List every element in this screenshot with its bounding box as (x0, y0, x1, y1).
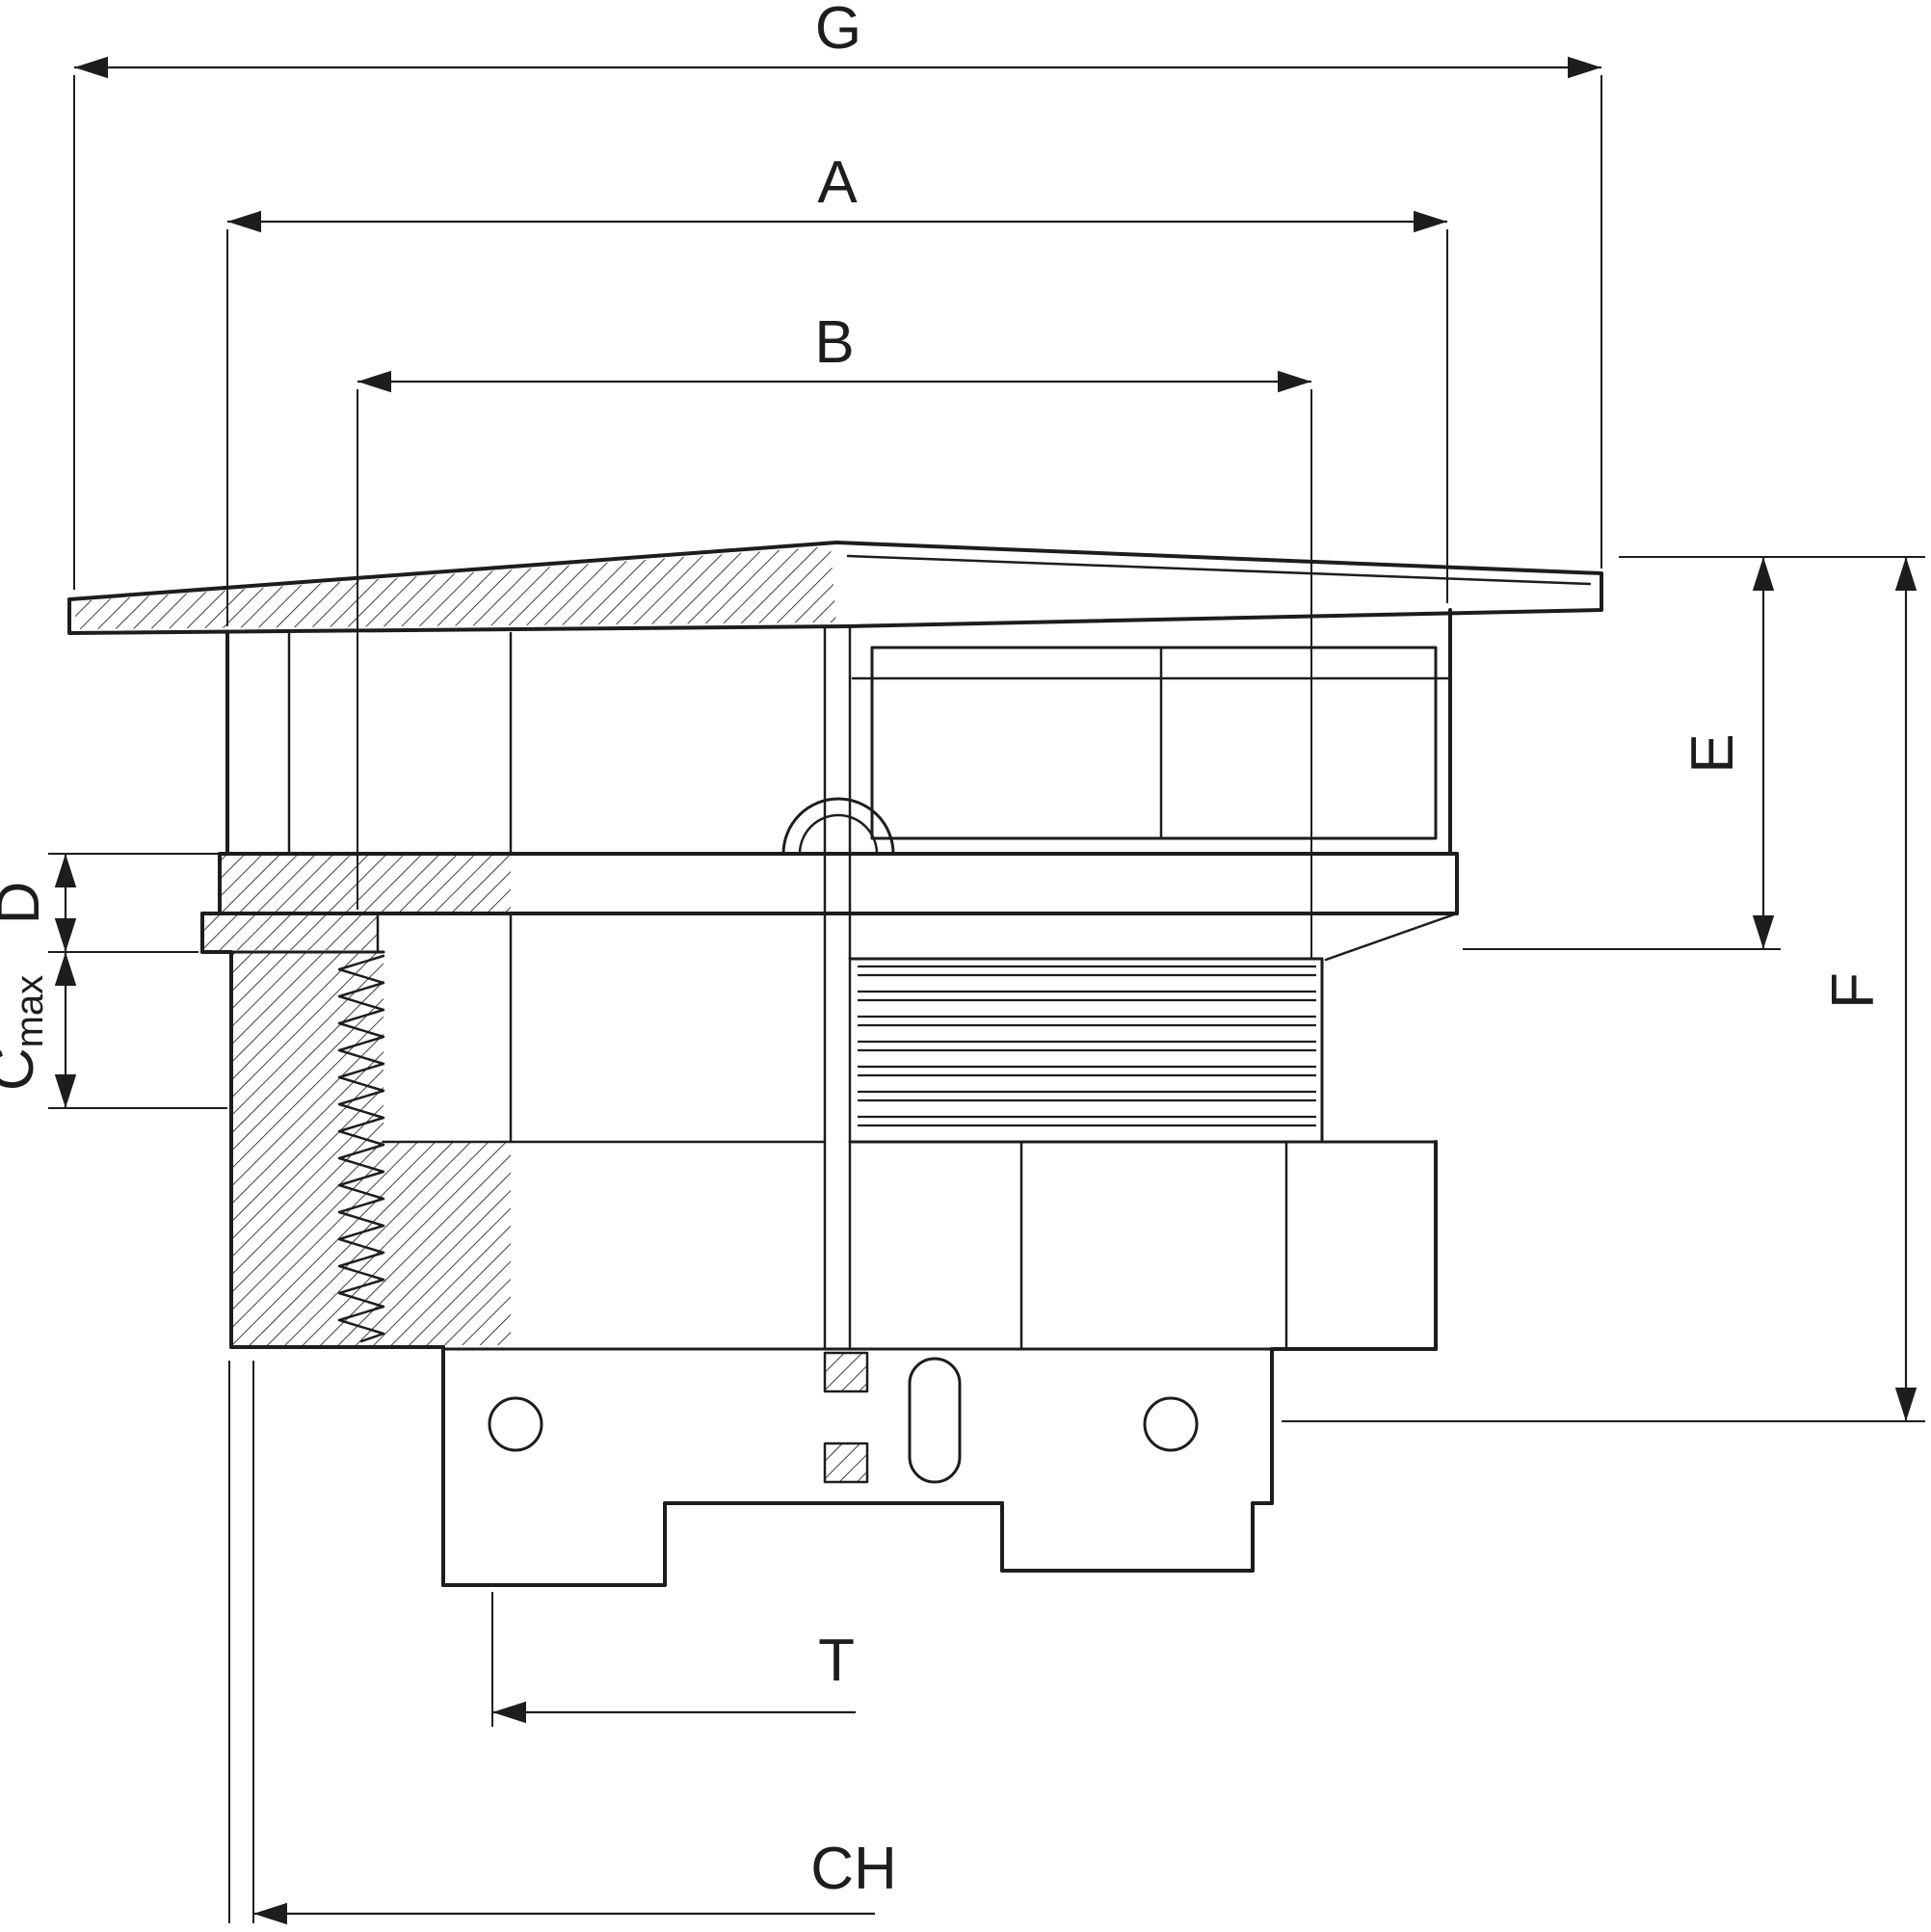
clamp-hole-right (1143, 1396, 1199, 1452)
dimension-label-e: E (1680, 733, 1746, 773)
dimension-label-a: A (817, 149, 858, 216)
collar (200, 852, 1459, 962)
lamella-window (870, 646, 1438, 840)
clamp-slot (908, 1357, 962, 1484)
internal-thread-section (229, 912, 827, 1349)
dimension-label-b: B (814, 309, 854, 376)
dimension-label-ch: CH (810, 1836, 897, 1902)
upper-body (225, 608, 1452, 1349)
bottom-clamp (441, 1345, 1274, 1587)
dimension-label-c-sub: max (9, 975, 51, 1048)
thread-profile-zigzag (337, 954, 385, 1343)
dimension-a: A (226, 149, 1448, 626)
dimension-c-max: Cmax (0, 952, 227, 1109)
thread-crest-lines (858, 965, 1316, 1127)
dimension-ch: CH (228, 1361, 897, 1925)
dimension-label-c-max: Cmax (0, 975, 51, 1091)
flange (67, 541, 1603, 635)
dimension-g: G (73, 0, 1602, 590)
lock-nut (229, 1140, 1438, 1351)
part-cross-section (67, 541, 1603, 1587)
external-thread (848, 957, 1438, 1144)
dimension-label-t: T (818, 1628, 855, 1694)
dimension-b: B (357, 309, 1312, 958)
dimension-t: T (491, 1592, 856, 1727)
dimension-label-d: D (0, 882, 52, 925)
dimension-label-f: F (1820, 972, 1887, 1009)
dimension-f: F (1282, 557, 1925, 1422)
dimension-label-c: C (0, 1047, 46, 1091)
dimension-label-g: G (815, 0, 861, 62)
clamp-hole-left (488, 1396, 543, 1452)
dimension-d: D (0, 853, 218, 953)
dimension-e: E (1463, 556, 1925, 950)
